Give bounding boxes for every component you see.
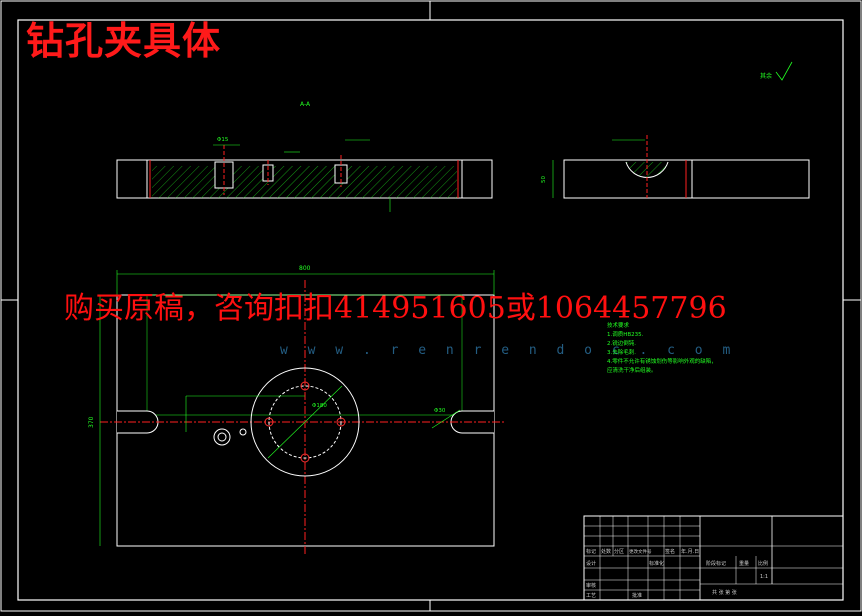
tb-standard: 标准化 [649,560,664,567]
tb-change: 更改文件号 [629,548,652,555]
pin-hole-small [239,428,247,436]
side-counterbore [625,161,669,178]
tb-sheets: 共 张 第 张 [712,589,737,596]
pin-hole [213,428,231,446]
bolt-hole-bottom [300,453,310,463]
section-hatch [152,166,457,198]
locating-disc [250,367,360,477]
tb-design: 设计 [586,560,596,567]
bolt-hole-left [264,417,274,427]
tb-zone: 分区 [614,548,624,555]
pitch-circle [268,385,342,459]
front-dim-hole: Φ15 [217,137,229,143]
front-section-view: A-A Φ15 [116,101,493,212]
pin-hole-inner [217,432,227,442]
pcd-dim [267,385,343,459]
tb-stage: 阶段标记 [706,560,726,567]
note-item: 应清洗干净后组装。 [607,368,657,374]
note-item: 1.调质HB235. [607,332,644,338]
slot-leader [431,409,461,429]
tb-scale: 比例 [758,560,768,567]
tb-sign: 签名 [665,548,675,555]
tb-weight: 重量 [739,560,749,567]
tb-mark: 标记 [586,548,596,555]
tb-process: 工艺 [586,593,596,599]
tb-count: 处数 [601,548,611,555]
notes-heading: 技术要求 [607,323,630,329]
surface-mark-label: 其余 [760,72,772,80]
side-dim-top-thk: 50 [541,176,547,183]
note-item: 2.锐边倒钝. [607,341,636,347]
plan-view: Φ180 800 370 Φ30 [88,265,505,555]
roughness-symbol-icon [775,61,793,81]
tb-date: 年.月.日 [681,548,699,555]
height-label: 370 [88,416,95,428]
note-item: 4.零件不允许有锈蚀划伤等影响外观的缺陷， [607,359,717,365]
section-label: A-A [300,101,311,108]
technical-notes: 技术要求 1.调质HB235. 2.锐边倒钝. 3.去除毛刺. 4.零件不允许有… [607,322,717,376]
slot-left [117,410,159,434]
tb-approve: 批准 [632,592,642,599]
bolt-hole-top [300,381,310,391]
pcd-label: Φ180 [312,403,327,409]
tb-scale-val: 1:1 [760,574,768,580]
watermark-url: w w w . r e n r e n d o c . c o m [280,343,737,358]
title-block: 标记 处数 分区 更改文件号 签名 年.月.日 设计 标准化 审核 工艺 批准 … [583,515,844,601]
slot-dim-label: Φ30 [434,408,446,414]
note-item: 3.去除毛刺. [607,350,636,356]
side-view: 50 [541,135,810,199]
drawing-title: 钻孔夹具体 [26,18,222,63]
tb-review: 审核 [586,582,596,589]
bolt-hole-right [336,417,346,427]
advert-text: 购买原稿，咨询扣扣414951605或1064457796 [64,291,727,326]
title-block-frame [583,515,844,601]
overall-length-label: 800 [299,265,311,272]
